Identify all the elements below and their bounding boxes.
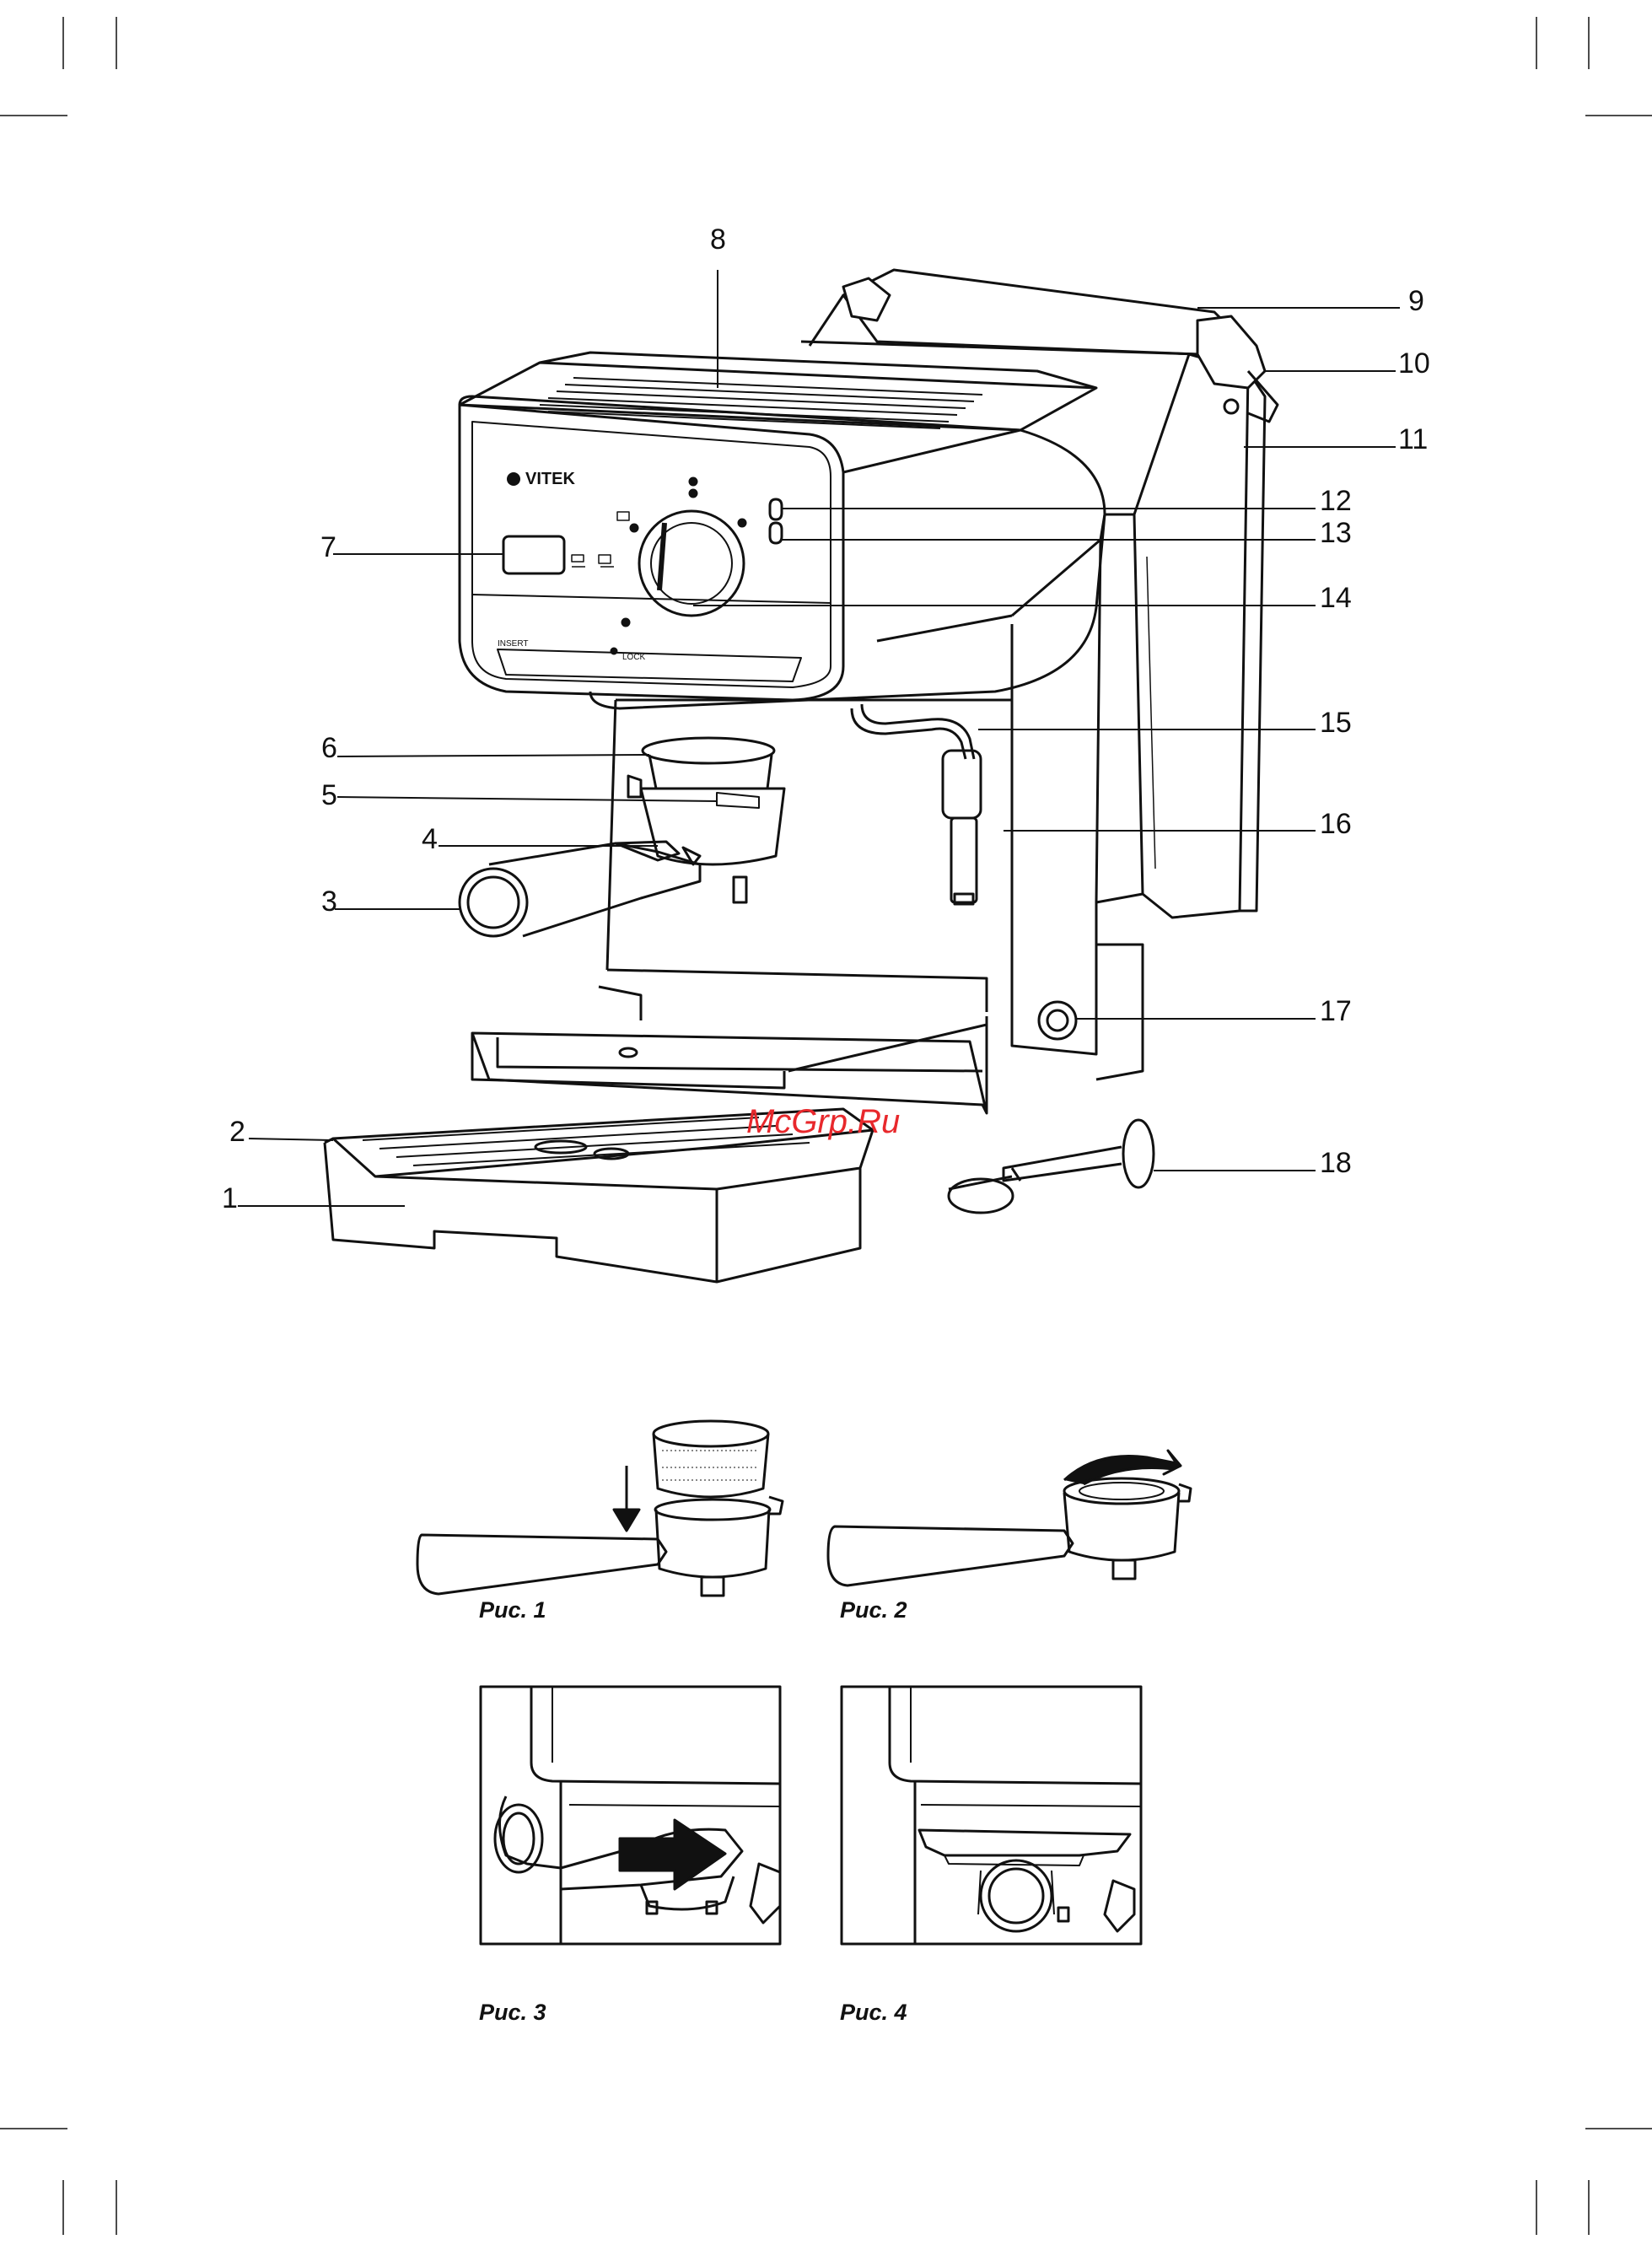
watermark: McGrp.Ru (746, 1103, 900, 1140)
callout-2: 2 (229, 1116, 245, 1148)
callout-4: 4 (422, 823, 438, 855)
figure-3 (481, 1687, 780, 1944)
tank-lid (801, 270, 1278, 422)
insert-label: INSERT (498, 639, 529, 649)
figure-2 (828, 1451, 1191, 1585)
callout-6: 6 (321, 732, 337, 764)
brand-logo-icon (507, 472, 520, 486)
filter-holder (460, 738, 784, 936)
water-tank (1096, 354, 1265, 918)
steam-button (503, 536, 564, 573)
brand-label: VITEK (525, 470, 575, 488)
figure-1-caption: Рис. 1 (479, 1597, 546, 1623)
temp-lamp (770, 523, 782, 543)
callout-12: 12 (1320, 485, 1352, 517)
callout-16: 16 (1320, 808, 1352, 840)
figure-4 (842, 1687, 1141, 1944)
callout-14: 14 (1320, 582, 1352, 614)
callout-8: 8 (710, 223, 726, 256)
figure-4-caption: Рис. 4 (840, 2000, 907, 2025)
callout-11: 11 (1398, 423, 1428, 455)
mode-icons (572, 512, 629, 567)
callout-7: 7 (320, 531, 336, 563)
steam-knob (1039, 1002, 1076, 1039)
drip-tray (325, 1130, 873, 1282)
front-panel (460, 396, 1105, 708)
callout-18: 18 (1320, 1147, 1352, 1179)
figure-2-caption: Рис. 2 (840, 1597, 907, 1623)
power-lamp (770, 499, 782, 520)
figure-1 (417, 1421, 783, 1596)
callout-3: 3 (321, 886, 337, 918)
callout-15: 15 (1320, 707, 1352, 739)
steam-wand (852, 704, 981, 904)
measuring-spoon (949, 1120, 1154, 1213)
cup-warmer (460, 353, 1096, 430)
callout-9: 9 (1408, 285, 1424, 317)
base-platform (472, 987, 987, 1113)
callout-17: 17 (1320, 995, 1352, 1027)
callout-10: 10 (1398, 347, 1430, 380)
machine-body (607, 540, 1143, 1079)
callout-5: 5 (321, 779, 337, 811)
lock-label: LOCK (622, 653, 646, 662)
figure-3-caption: Рис. 3 (479, 2000, 546, 2025)
callout-1: 1 (222, 1182, 238, 1214)
callout-13: 13 (1320, 517, 1352, 549)
